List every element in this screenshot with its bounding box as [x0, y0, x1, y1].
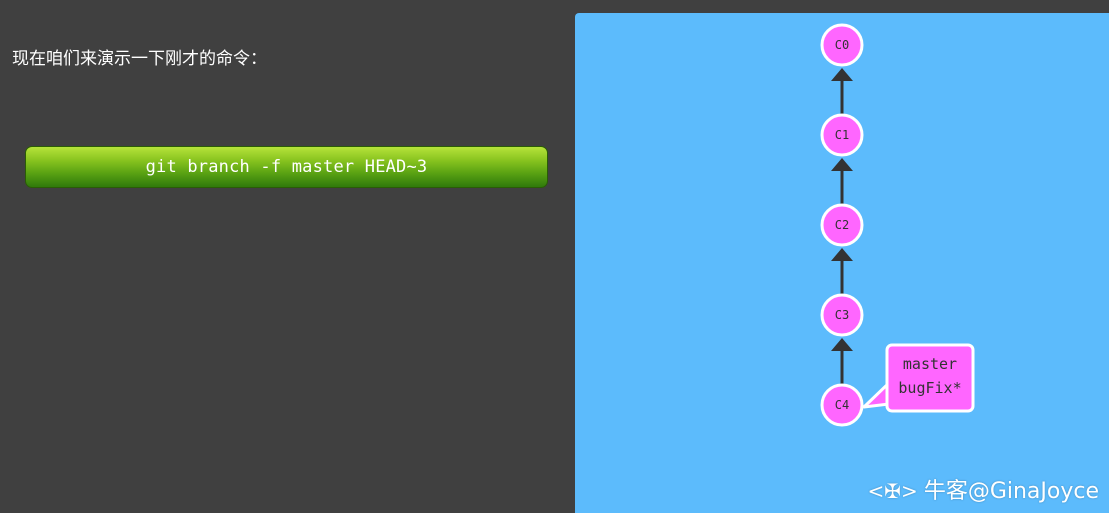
commit-node-c4[interactable]: C4 — [820, 383, 864, 427]
commit-node-c0[interactable]: C0 — [820, 23, 864, 67]
branch-tag-group[interactable]: master bugFix* — [862, 343, 975, 413]
commit-circle[interactable] — [820, 383, 864, 427]
commit-label: C0 — [835, 38, 849, 52]
commit-circle[interactable] — [820, 203, 864, 247]
branch-label-bugfix[interactable]: bugFix* — [898, 379, 961, 397]
intro-text: 现在咱们来演示一下刚才的命令： — [12, 49, 267, 69]
branch-label-box — [885, 343, 975, 413]
edge-arrowhead — [831, 248, 853, 261]
commit-node-c3[interactable]: C3 — [820, 293, 864, 337]
commit-label: C4 — [835, 398, 849, 412]
commit-node-c1[interactable]: C1 — [820, 113, 864, 157]
commit-circle[interactable] — [820, 23, 864, 67]
command-button[interactable]: git branch -f master HEAD~3 — [25, 146, 548, 188]
edge-arrowhead — [831, 68, 853, 81]
commit-label: C2 — [835, 218, 849, 232]
edge-arrowhead — [831, 158, 853, 171]
watermark-text: 牛客@GinaJoyce — [923, 479, 1099, 504]
commit-circle[interactable] — [820, 293, 864, 337]
commit-label: C1 — [835, 128, 849, 142]
commit-label: C3 — [835, 308, 849, 322]
commit-node-c2[interactable]: C2 — [820, 203, 864, 247]
watermark: <✠>牛客@GinaJoyce — [868, 473, 1099, 505]
commit-edges — [831, 68, 853, 385]
watermark-logo-icon: <✠> — [867, 479, 918, 503]
branch-label-master[interactable]: master — [903, 355, 957, 373]
commit-circle[interactable] — [820, 113, 864, 157]
edge-arrowhead — [831, 338, 853, 351]
instruction-panel: 现在咱们来演示一下刚才的命令： git branch -f master HEA… — [12, 49, 548, 188]
